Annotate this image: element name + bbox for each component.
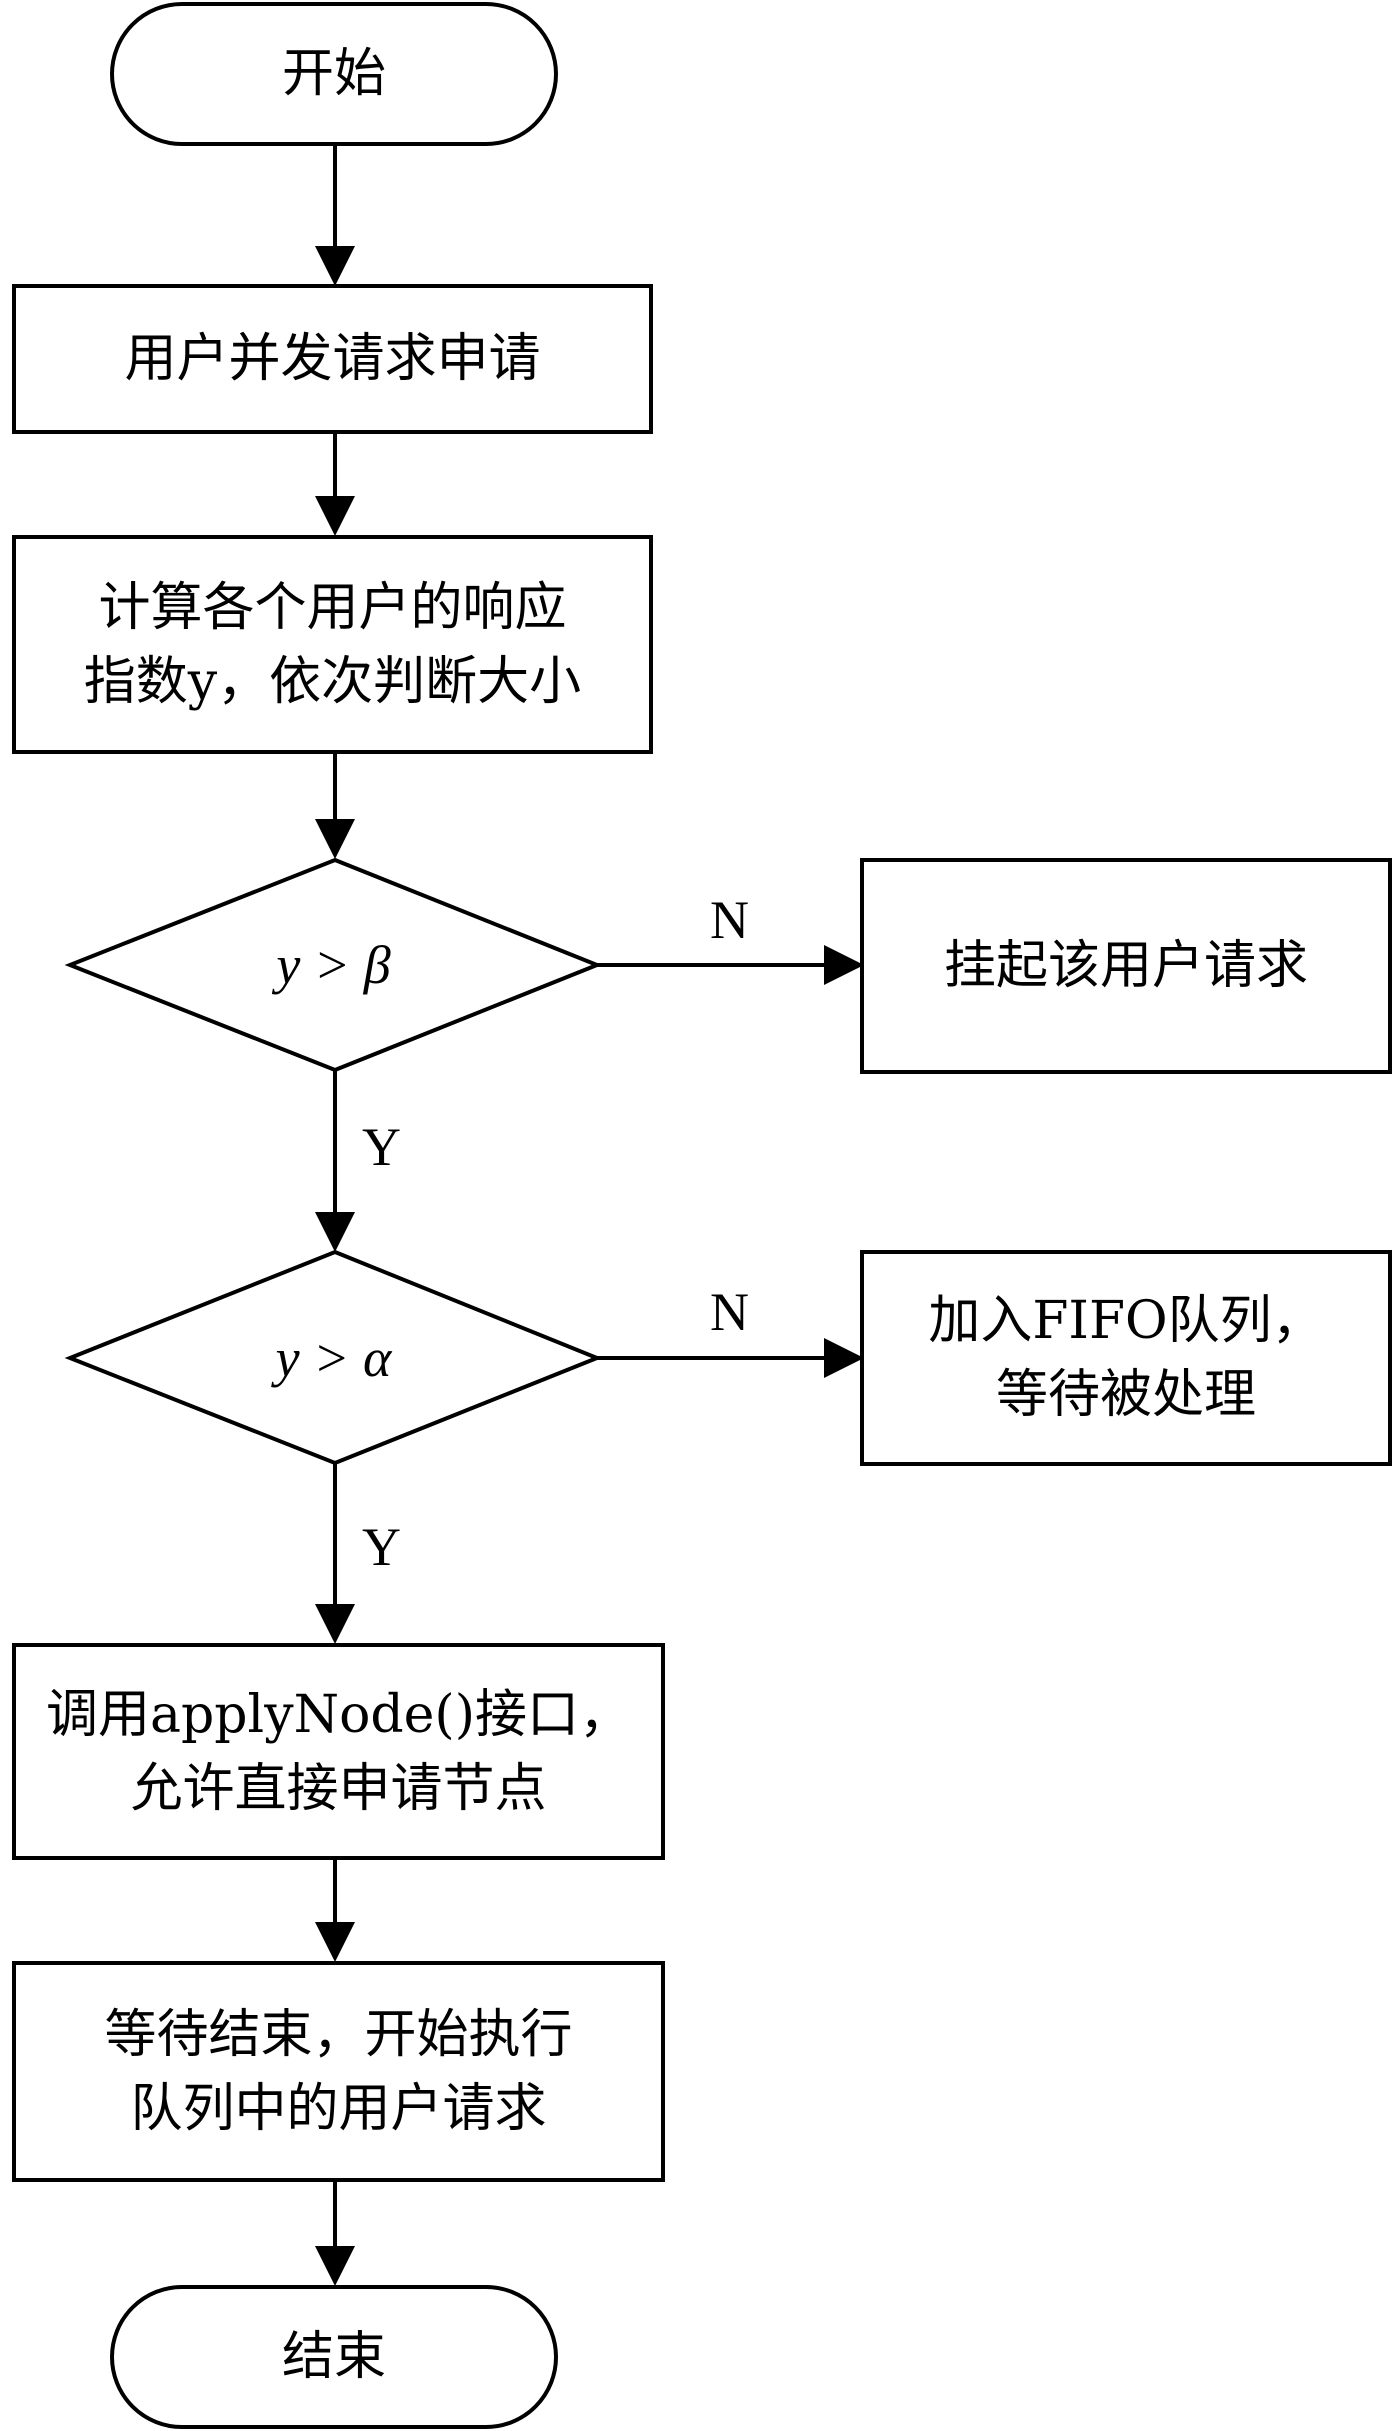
beta-condition-text: y > β [276, 935, 391, 995]
end-terminal [110, 2285, 558, 2429]
compute-label: 计算各个用户的响应 指数y，依次判断大小 [14, 537, 651, 752]
suspend-text: 挂起该用户请求 [943, 936, 1308, 996]
submit-label: 用户并发请求申请 [14, 286, 651, 432]
alpha-no-label: N [710, 1282, 749, 1342]
start-text: 开始 [281, 44, 386, 104]
fifo-text-line1: 加入FIFO队列， [928, 1291, 1324, 1351]
alpha-condition-text: y > α [275, 1327, 392, 1388]
submit-process-box [12, 284, 653, 434]
start-label: 开始 [112, 4, 556, 144]
fifo-text-line2: 等待被处理 [995, 1365, 1256, 1425]
end-label: 结束 [112, 2287, 556, 2427]
compute-text-line2: 指数y，依次判断大小 [83, 651, 582, 712]
apply-text-line1: 调用applyNode()接口， [45, 1684, 632, 1745]
alpha-decision-diamond [64, 1249, 603, 1466]
wait-label: 等待结束，开始执行 队列中的用户请求 [14, 1963, 663, 2180]
beta-yes-label: Y [362, 1117, 401, 1177]
beta-no-label: N [710, 890, 749, 950]
suspend-label: 挂起该用户请求 [862, 860, 1390, 1072]
suspend-process-box [860, 858, 1392, 1074]
wait-text-line2: 队列中的用户请求 [130, 2078, 547, 2139]
end-text: 结束 [281, 2327, 386, 2387]
start-terminal [110, 2, 558, 146]
apply-text-line2: 允许直接申请节点 [130, 1758, 547, 1819]
alpha-condition-label: y > α [70, 1252, 597, 1463]
wait-text-line1: 等待结束，开始执行 [104, 2004, 573, 2065]
alpha-yes-label: Y [362, 1517, 401, 1577]
compute-process-box [12, 535, 653, 754]
compute-text-line1: 计算各个用户的响应 [98, 577, 567, 638]
fifo-label: 加入FIFO队列， 等待被处理 [862, 1252, 1390, 1464]
wait-process-box [12, 1961, 665, 2182]
fifo-process-box [860, 1250, 1392, 1466]
apply-process-box [12, 1643, 665, 1860]
beta-condition-label: y > β [70, 860, 597, 1070]
beta-decision-diamond [64, 857, 603, 1073]
apply-label: 调用applyNode()接口， 允许直接申请节点 [14, 1645, 663, 1858]
submit-text: 用户并发请求申请 [124, 329, 541, 389]
